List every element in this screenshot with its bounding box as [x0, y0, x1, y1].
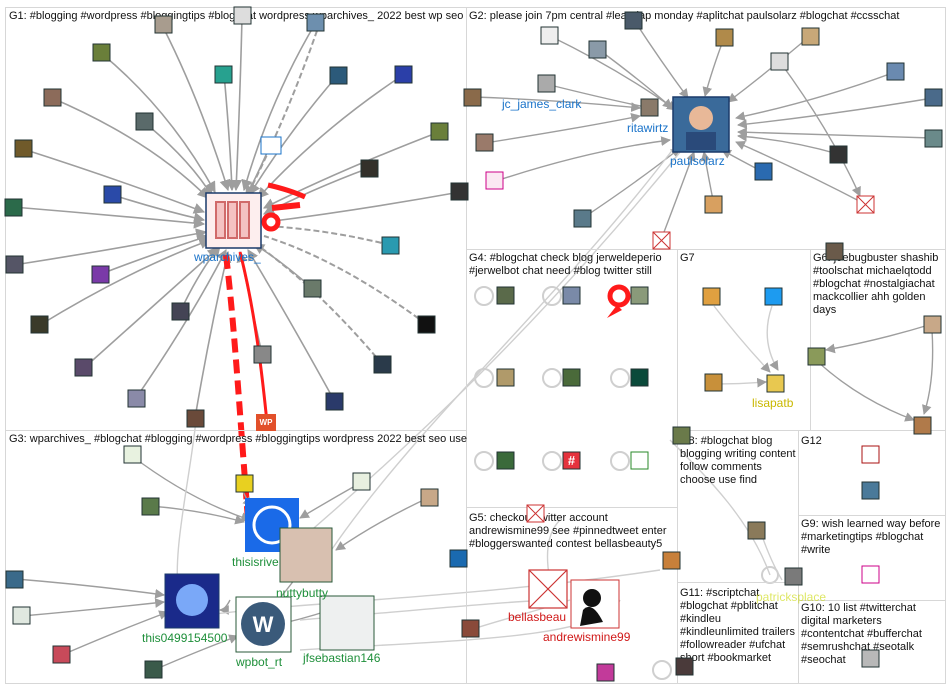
broken-image-marks — [526, 195, 875, 523]
g2-edges — [472, 19, 934, 241]
major-nodes[interactable]: W — [164, 96, 730, 653]
label-wpbot-rt[interactable]: wpbot_rt — [236, 655, 283, 669]
g4-red-loop — [607, 284, 631, 308]
label-bellasbeauty[interactable]: bellasbeau — [508, 610, 567, 624]
group-g11-title: G11: #scriptchat #blogchat #pblitchat #k… — [680, 587, 795, 664]
label-wparchives[interactable]: wparchives_ — [194, 250, 261, 264]
label-jc-james-clark[interactable]: jc_james_clark — [502, 97, 582, 111]
label-patricksplace[interactable]: patricksplace — [756, 590, 827, 604]
label-paulsolarz[interactable]: paulsolarz — [670, 154, 725, 168]
label-this0499154500[interactable]: this0499154500 — [142, 631, 228, 645]
g4-self-loops — [474, 286, 630, 471]
wp-badge: WP — [256, 414, 276, 431]
group-g12-title: G12 — [801, 435, 822, 447]
group-g3-title: G3: wparchives_ #blogchat #blogging #wor… — [9, 433, 468, 445]
label-andrewismine99[interactable]: andrewismine99 — [543, 630, 631, 644]
g6-edges — [817, 323, 934, 422]
hash-icon: # — [567, 453, 576, 468]
label-lisapatb[interactable]: lisapatb — [752, 396, 794, 410]
group-g1-title: G1: #blogging #wordpress #bloggingtips #… — [9, 10, 464, 22]
node-avatars[interactable] — [4, 6, 943, 682]
svg-text:W: W — [253, 612, 274, 637]
group-g6-title: G6: joebugbuster shashib #toolschat mich… — [813, 252, 939, 316]
group-g10 — [798, 600, 946, 684]
label-jfsebastian146[interactable]: jfsebastian146 — [303, 651, 381, 665]
label-ritawirtz[interactable]: ritawirtz — [627, 121, 669, 135]
label-thisisriver[interactable]: thisisrive — [232, 555, 279, 569]
group-g7-title: G7 — [680, 252, 695, 264]
group-g9-title: G9: wish learned way before #marketingti… — [801, 518, 941, 556]
group-g4-title: G4: #blogchat check blog jerweldeperio #… — [469, 252, 662, 277]
group-g5-title: G5: checkout twitter account andrewismin… — [469, 512, 667, 550]
label-nuttybutty[interactable]: nuttybutty — [276, 586, 329, 600]
group-g10-title: G10: 10 list #twitterchat digital market… — [801, 602, 922, 666]
group-g8-title: G8: #blogchat blog blogging writing cont… — [680, 435, 796, 486]
